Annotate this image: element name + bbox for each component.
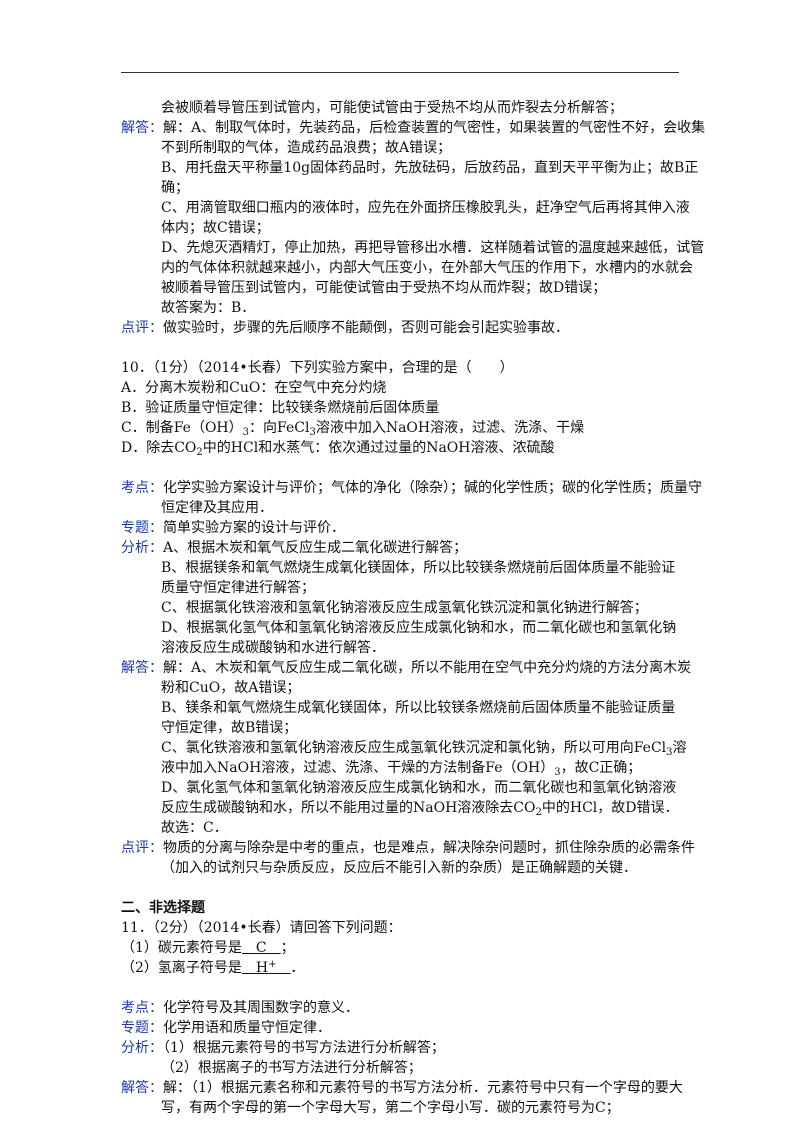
zhuanti-label: 专题： <box>121 1020 163 1036</box>
q10-option-c: C．制备Fe（OH）3：向FeCl3溶液中加入NaOH溶液，过滤、洗涤、干燥 <box>121 420 585 438</box>
q10-answer-line-7: D、氯化氢气体和氢氧化钠溶液反应生成氯化钠和水，而二氧化碳也和氢氧化钠溶液 <box>161 780 677 796</box>
q10-fenxi-line-2: B、根据镁条和氧气燃烧生成氧化镁固体，所以比较镁条燃烧前后固体质量不能验证 <box>161 560 676 576</box>
q9-answer-line-2: 不到所制取的气体，造成药品浪费；故A错误； <box>161 140 452 156</box>
q10-kaodian-line-2: 恒定律及其应用． <box>161 500 273 516</box>
q10-comment-line-2: （加入的试剂只与杂质反应，反应后不能引入新的杂质）是正确解题的关键． <box>161 860 637 876</box>
q11-fenxi: 分析：（1）根据元素符号的书写方法进行分析解答； <box>121 1040 445 1056</box>
answer-label: 解答： <box>121 660 163 676</box>
q10-fenxi: 分析：A、根据木炭和氧气反应生成二氧化碳进行解答； <box>121 540 468 556</box>
q11-answer-blank-1: C <box>241 940 281 956</box>
q11-part-2: （2）氢离子符号是 H+ ． <box>121 959 305 977</box>
q11-part-1: （1）碳元素符号是 C ； <box>121 940 295 956</box>
q10-answer: 解答：解：A、木炭和氧气反应生成二氧化碳，所以不能用在空气中充分灼烧的方法分离木… <box>121 660 692 676</box>
q9-answer-line-3: B、用托盘天平称量10g固体药品时，先放砝码，后放药品，直到天平平衡为止；故B正 <box>161 160 699 176</box>
fenxi-label: 分析： <box>121 540 163 556</box>
header-rule <box>121 72 679 73</box>
q10-answer-line-3: B、镁条和氧气燃烧生成氧化镁固体，所以比较镁条燃烧前后固体质量不能验证质量 <box>161 700 676 716</box>
comment-label: 点评： <box>121 840 163 856</box>
q9-answer-line-10: 故答案为：B． <box>161 300 256 316</box>
q9-answer-line-9: 被顺着导管压到试管内，可能使试管由于受热不均从而炸裂；故D错误； <box>161 280 607 296</box>
section-heading: 二、非选择题 <box>121 900 205 916</box>
q9-answer-line-8: 内的气体体积就越来越小，内部大气压变小，在外部大气压的作用下，水槽内的水就会 <box>161 260 693 276</box>
q10-answer-line-9: 故选：C． <box>161 820 228 836</box>
q9-answer-line-4: 确； <box>161 180 189 196</box>
q10-fenxi-line-6: 溶液反应生成碳酸钠和水进行解答． <box>161 640 385 656</box>
q10-answer-line-2: 粉和CuO，故A错误； <box>161 680 301 696</box>
answer-label: 解答： <box>121 120 163 136</box>
q9-answer-line-1: 解答：解：A、制取气体时，先装药品，后检查装置的气密性，如果装置的气密性不好，会… <box>121 120 706 136</box>
q9-answer-line-7: D、先熄灭酒精灯，停止加热，再把导管移出水槽．这样随着试管的温度越来越低，试管 <box>161 240 705 256</box>
q10-answer-line-5: C、氯化铁溶液和氢氧化钠溶液反应生成氢氧化铁沉淀和氯化钠，所以可用向FeCl3溶 <box>161 740 687 758</box>
q9-answer-line-5: C、用滴管取细口瓶内的液体时，应先在外面挤压橡胶乳头，赶净空气后再将其伸入液 <box>161 200 690 216</box>
q11-answer: 解答：解：（1）根据元素名称和元素符号的书写方法分析．元素符号中只有一个字母的要… <box>121 1080 683 1096</box>
q10-zhuanti: 专题：简单实验方案的设计与评价． <box>121 520 345 536</box>
fenxi-label: 分析： <box>121 1040 163 1056</box>
q10-fenxi-line-5: D、根据氯化氢气体和氢氧化钠溶液反应生成氯化钠和水，而二氧化碳也和氢氧化钠 <box>161 620 677 636</box>
q9-analysis-tail: 会被顺着导管压到试管内，可能使试管由于受热不均从而炸裂去分析解答； <box>161 100 623 116</box>
q11-kaodian: 考点：化学符号及其周围数字的意义． <box>121 1000 359 1016</box>
q11-stem: 11．（2分）（2014•长春）请回答下列问题： <box>121 920 402 936</box>
q10-answer-line-8: 反应生成碳酸钠和水，所以不能用过量的NaOH溶液除去CO2中的HCl，故D错误． <box>161 800 679 818</box>
q10-option-a: A．分离木炭粉和CuO：在空气中充分灼烧 <box>121 380 387 396</box>
q11-fenxi-line-2: （2）根据离子的书写方法进行分析解答； <box>161 1060 422 1076</box>
q9-answer-line-6: 体内；故C错误； <box>161 220 270 236</box>
q10-stem: 10．（1分）（2014•长春）下列实验方案中，合理的是（ ） <box>121 360 514 376</box>
q10-fenxi-line-4: C、根据氯化铁溶液和氢氧化钠溶液反应生成氢氧化铁沉淀和氯化钠进行解答； <box>161 600 648 616</box>
kaodian-label: 考点： <box>121 1000 163 1016</box>
q11-answer-line-2: 写，有两个字母的第一个字母大写，第二个字母小写．碳的元素符号为C； <box>161 1100 620 1116</box>
q10-option-b: B．验证质量守恒定律：比较镁条燃烧前后固体质量 <box>121 400 440 416</box>
answer-label: 解答： <box>121 1080 163 1096</box>
q10-comment: 点评：物质的分离与除杂是中考的重点，也是难点，解决除杂问题时，抓住除杂质的必需条… <box>121 840 695 856</box>
zhuanti-label: 专题： <box>121 520 163 536</box>
q10-kaodian: 考点：化学实验方案设计与评价；气体的净化（除杂）；碱的化学性质；碳的化学性质；质… <box>121 480 702 496</box>
q11-zhuanti: 专题：化学用语和质量守恒定律． <box>121 1020 331 1036</box>
q10-answer-line-6: 液中加入NaOH溶液，过滤、洗涤、干燥的方法制备Fe（OH）3，故C正确； <box>161 760 642 778</box>
q10-answer-line-4: 守恒定律，故B错误； <box>161 720 298 736</box>
comment-label: 点评： <box>121 320 163 336</box>
q11-answer-blank-2: H+ <box>241 959 277 977</box>
q10-option-d: D．除去CO2中的HCl和水蒸气：依次通过过量的NaOH溶液、浓硫酸 <box>121 440 555 458</box>
q9-comment: 点评：做实验时，步骤的先后顺序不能颠倒，否则可能会引起实验事故． <box>121 320 569 336</box>
kaodian-label: 考点： <box>121 480 163 496</box>
q10-fenxi-line-3: 质量守恒定律进行解答； <box>161 580 315 596</box>
